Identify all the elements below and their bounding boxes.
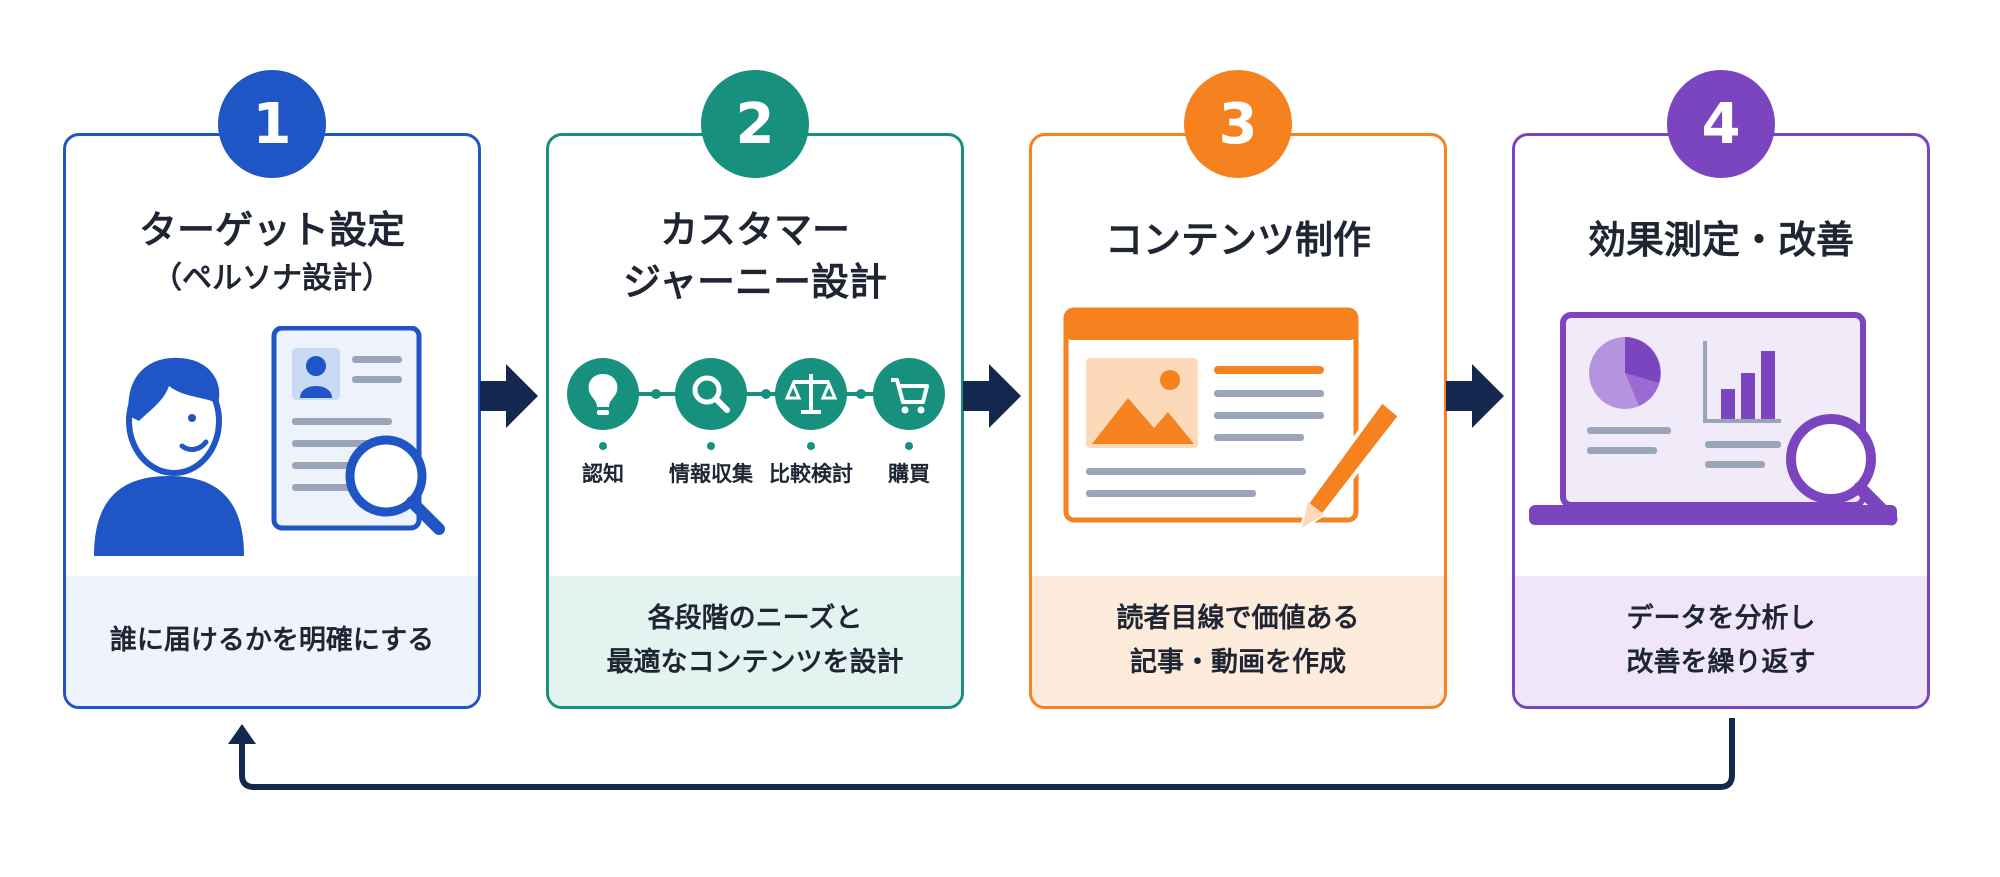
- step-4-description-line-1: データを分析し: [1626, 603, 1816, 634]
- step-3-description-line-1: 読者目線で価値ある: [1116, 603, 1360, 634]
- step-1-title-main: ターゲット設定: [138, 208, 405, 252]
- step-2-number-badge: 2: [701, 70, 809, 178]
- journey-stage-purchase: 購買: [888, 462, 930, 486]
- journey-stage-comparison: 比較検討: [769, 462, 853, 486]
- journey-stage-research: 情報収集: [669, 462, 753, 486]
- step-card-1: ターゲット設定 （ペルソナ設計）: [63, 133, 481, 709]
- content-creation-illustration: [1063, 307, 1402, 530]
- step-2-description: 各段階のニーズと 最適なコンテンツを設計: [549, 576, 961, 706]
- step-2-title: カスタマー ジャーニー設計: [549, 204, 961, 308]
- lightbulb-icon: [567, 358, 639, 430]
- step-2-description-line-2: 最適なコンテンツを設計: [606, 647, 904, 678]
- pie-chart-icon: [1589, 337, 1661, 409]
- step-1-subtitle: （ペルソナ設計）: [152, 261, 392, 296]
- feedback-loop-arrow: [228, 718, 1735, 790]
- step-2-description-line-1: 各段階のニーズと: [647, 603, 863, 634]
- magnifier-icon: [1786, 414, 1898, 526]
- pencil-icon: [1300, 399, 1402, 530]
- step-card-4: 効果測定・改善: [1512, 133, 1930, 709]
- step-1-description: 誰に届けるかを明確にする: [66, 576, 478, 706]
- arrow-right-icon: [1446, 364, 1504, 428]
- step-4-title: 効果測定・改善: [1515, 214, 1927, 266]
- arrow-right-icon: [963, 364, 1021, 428]
- step-4-number-badge: 4: [1667, 70, 1775, 178]
- bar-chart-icon: [1703, 341, 1781, 423]
- step-card-2: カスタマー ジャーニー設計: [546, 133, 964, 709]
- step-3-title-main: コンテンツ制作: [1104, 218, 1371, 262]
- step-3-title: コンテンツ制作: [1032, 214, 1444, 266]
- step-3-number-badge: 3: [1184, 70, 1292, 178]
- step-1-title: ターゲット設定 （ペルソナ設計）: [66, 204, 478, 302]
- step-3-description: 読者目線で価値ある 記事・動画を作成: [1032, 576, 1444, 706]
- step-4-description: データを分析し 改善を繰り返す: [1515, 576, 1927, 706]
- search-icon: [675, 358, 747, 430]
- step-1-description-line: 誰に届けるかを明確にする: [109, 625, 435, 656]
- scales-icon: [775, 358, 847, 430]
- step-2-subtitle: ジャーニー設計: [622, 260, 888, 304]
- magnifier-icon: [345, 435, 445, 535]
- step-2-title-main: カスタマー: [659, 208, 850, 252]
- step-4-description-line-2: 改善を繰り返す: [1626, 647, 1816, 678]
- step-card-3: コンテンツ制作 読者目線で価値ある: [1029, 133, 1447, 709]
- person-icon: [94, 357, 244, 556]
- arrow-right-icon: [480, 364, 538, 428]
- persona-illustration: [94, 326, 445, 556]
- journey-stage-awareness: 認知: [582, 462, 624, 486]
- step-1-number-badge: 1: [218, 70, 326, 178]
- step-3-description-line-2: 記事・動画を作成: [1130, 647, 1346, 678]
- article-window-icon: [1063, 307, 1359, 523]
- customer-journey-illustration: [567, 358, 945, 450]
- analytics-illustration: [1529, 312, 1898, 526]
- cart-icon: [873, 358, 945, 430]
- step-4-title-main: 効果測定・改善: [1587, 218, 1854, 262]
